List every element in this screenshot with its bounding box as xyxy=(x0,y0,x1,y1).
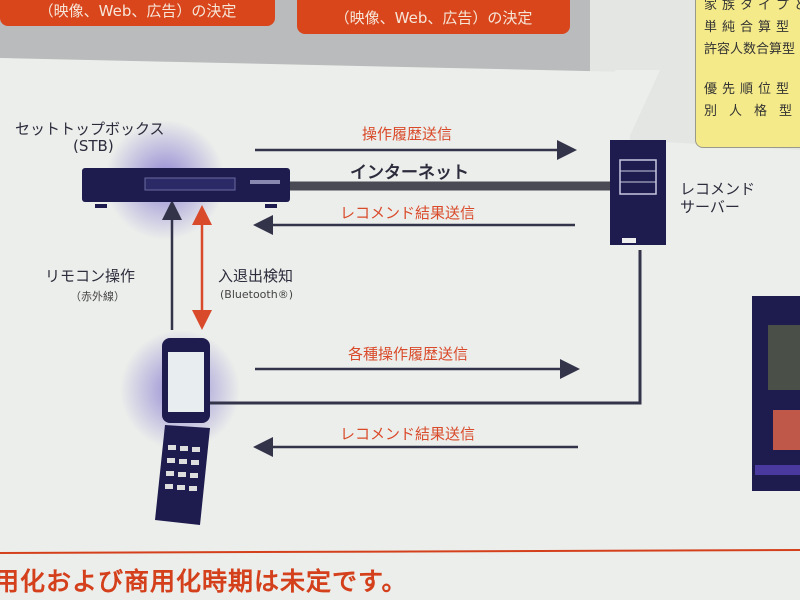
side-panel-item: 単純合算型 xyxy=(704,20,795,35)
presence-sublabel: (Bluetooth®) xyxy=(220,288,293,301)
label-stb-receive: レコメンド結果送信 xyxy=(340,204,476,222)
presence-label: 入退出検知 xyxy=(218,267,294,285)
remote-label: リモコン操作 xyxy=(45,267,136,285)
remote-sublabel: （赤外線） xyxy=(70,290,125,303)
side-panel: 家族タイプと 単純合算型 許容人数合算型 優先順位型 別人格型 xyxy=(695,0,800,148)
label-phone-receive: レコメンド結果送信 xyxy=(340,425,476,443)
server-sublabel: サーバー xyxy=(680,198,740,216)
side-panel-item: 優先順位型 xyxy=(704,82,795,97)
top-box-1: （映像、Web、広告）の決定 xyxy=(0,0,275,26)
label-stb-send: 操作履歴送信 xyxy=(362,125,453,143)
side-panel-item: 別人格型 xyxy=(704,104,800,119)
server-label: レコメンド xyxy=(680,180,756,198)
stb-label: セットトップボックス xyxy=(15,120,165,138)
phone-server-line xyxy=(210,250,642,405)
callout-tail xyxy=(615,70,660,140)
footer-divider xyxy=(0,549,800,554)
stb-sublabel: (STB) xyxy=(73,137,114,155)
phone-device xyxy=(155,338,210,525)
side-panel-title: 家族タイプと xyxy=(704,0,800,13)
tv-screen xyxy=(752,296,800,491)
top-box-2: （映像、Web、広告）の決定 xyxy=(297,0,570,34)
internet-label: インターネット xyxy=(350,163,469,183)
stb-device xyxy=(82,168,290,208)
server-device xyxy=(610,140,666,245)
label-phone-send: 各種操作履歴送信 xyxy=(348,345,469,363)
footer-text: 用化および商用化時期は未定です。 xyxy=(0,567,408,596)
side-panel-item: 許容人数合算型 xyxy=(704,42,796,57)
